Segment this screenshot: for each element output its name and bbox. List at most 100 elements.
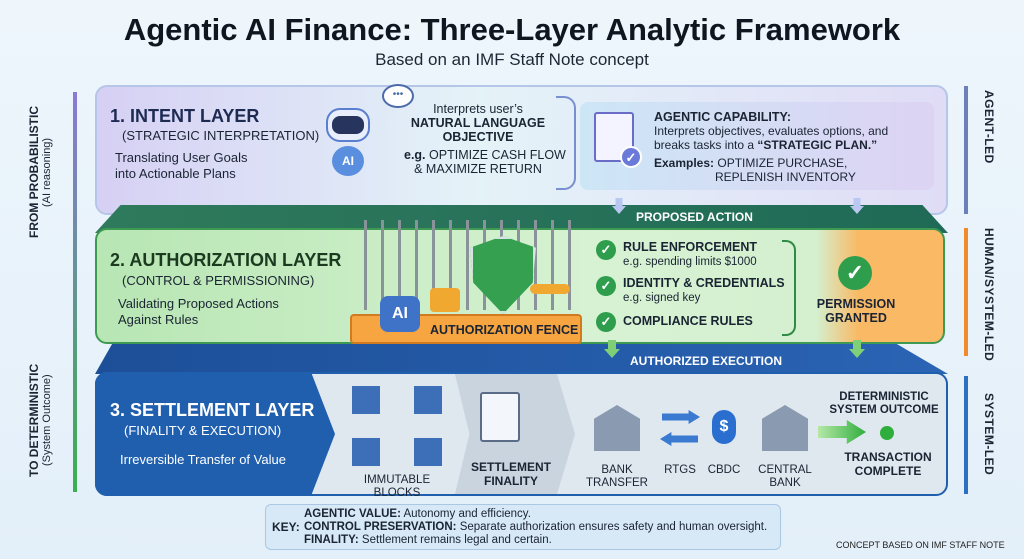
eg-line-2: & MAXIMIZE RETURN <box>414 162 542 176</box>
outcome-dot <box>880 426 894 440</box>
auth-desc-1: Validating Proposed Actions <box>118 296 279 311</box>
key-item: CONTROL PRESERVATION: Separate authoriza… <box>304 521 767 534</box>
rtgs-label: RTGS <box>664 464 696 476</box>
complete-line-2: COMPLETE <box>854 464 922 478</box>
authorized-execution-band <box>95 344 948 374</box>
settlement-layer-subtitle: (FINALITY & EXECUTION) <box>124 423 282 438</box>
rule-sub: e.g. signed key <box>623 292 701 304</box>
rule-check-icon: ✓ <box>596 312 616 332</box>
document-stamp-icon <box>480 392 520 442</box>
to-deterministic-label: TO DETERMINISTIC(System Outcome) <box>27 345 54 495</box>
cbdc-coin-icon: $ <box>712 410 736 444</box>
agentic-capability-text: AGENTIC CAPABILITY: Interprets objective… <box>654 110 888 184</box>
authorized-arrow-icon <box>604 340 620 358</box>
ai-gear-badge: AI <box>380 296 420 332</box>
system-outcome-text: (System Outcome) <box>41 374 53 466</box>
to-deterministic-text: TO DETERMINISTIC <box>27 363 41 477</box>
rule-item: RULE ENFORCEMENT e.g. spending limits $10… <box>623 240 757 269</box>
human-system-led-label: HUMAN/SYSTEM-LED <box>982 228 996 362</box>
speech-bubble-icon: ••• <box>382 84 414 108</box>
left-arrow-icon <box>660 432 698 446</box>
examples-label: Examples: <box>654 156 715 170</box>
example-2: REPLENISH INVENTORY <box>715 170 856 184</box>
rule-item: COMPLIANCE RULES <box>623 314 753 329</box>
authorization-layer-title: 2. AUTHORIZATION LAYER <box>110 250 342 270</box>
robot-ai-badge: AI <box>332 146 364 176</box>
key-text: Autonomy and efficiency. <box>400 508 531 520</box>
intent-layer-subtitle: (STRATEGIC INTERPRETATION) <box>122 128 320 143</box>
auth-desc-2: Against Rules <box>118 312 199 327</box>
cbdc-label: CBDC <box>707 464 741 476</box>
interp-line-1: Interprets user’s <box>433 102 523 116</box>
proposed-action-label: PROPOSED ACTION <box>636 210 753 224</box>
rules-bracket <box>782 240 796 336</box>
authorized-execution-label: AUTHORIZED EXECUTION <box>630 354 783 368</box>
central-line-1: CENTRAL <box>758 464 812 476</box>
proposed-arrow-icon <box>612 198 626 214</box>
bank-line-1: BANK <box>601 464 633 476</box>
bracket-arrow <box>556 96 576 190</box>
rule-sub: e.g. spending limits $1000 <box>623 256 757 268</box>
bank-line-2: TRANSFER <box>586 477 648 489</box>
robot-icon: AI <box>318 100 378 182</box>
authorized-arrow-icon-2 <box>849 340 865 358</box>
ai-reasoning-text: (AI reasoning) <box>41 137 53 207</box>
blockchain-blocks-icon <box>352 386 442 466</box>
plan-check-icon: ✓ <box>620 146 642 168</box>
rule-title: COMPLIANCE RULES <box>623 314 753 328</box>
natural-language-objective: Interprets user’s NATURAL LANGUAGE OBJEC… <box>404 102 566 176</box>
rule-item: IDENTITY & CREDENTIALS e.g. signed key <box>623 276 785 305</box>
intent-desc-1: Translating User Goals <box>115 150 248 165</box>
rule-title: RULE ENFORCEMENT <box>623 240 758 254</box>
capability-title: AGENTIC CAPABILITY: <box>654 110 792 124</box>
rule-check-icon: ✓ <box>596 276 616 296</box>
complete-line-1: TRANSACTION <box>844 450 932 464</box>
immutable-blocks-label: IMMUTABLE BLOCKS <box>363 474 431 499</box>
key-icon <box>530 284 570 294</box>
fence-icon <box>350 220 580 310</box>
agent-led-label: AGENT-LED <box>982 90 996 164</box>
finality-line-1: SETTLEMENT <box>471 460 551 474</box>
key-term: CONTROL PRESERVATION: <box>304 521 457 533</box>
padlock-icon <box>430 288 460 312</box>
rule-title: IDENTITY & CREDENTIALS <box>623 276 785 290</box>
key-text: Separate authorization ensures safety an… <box>456 521 768 533</box>
key-text: Settlement remains legal and certain. <box>358 534 552 546</box>
key-term: FINALITY: <box>304 534 359 546</box>
intent-layer-title: 1. INTENT LAYER <box>110 106 260 126</box>
system-led-arrow <box>964 376 968 494</box>
page-title: Agentic AI Finance: Three-Layer Analytic… <box>123 12 901 47</box>
permission-text: PERMISSION <box>816 297 896 311</box>
from-probabilistic-text: FROM PROBABILISTIC <box>27 106 41 238</box>
eg-line-1: OPTIMIZE CASH FLOW <box>429 148 566 162</box>
strategic-plan-text: “STRATEGIC PLAN.” <box>757 138 878 152</box>
proposed-arrow-icon-2 <box>850 198 864 214</box>
key-items: AGENTIC VALUE: Autonomy and efficiency. … <box>304 508 767 547</box>
example-1: OPTIMIZE PURCHASE, <box>717 156 848 170</box>
rule-check-icon: ✓ <box>596 240 616 260</box>
probabilistic-to-deterministic-arrow <box>73 92 77 492</box>
permission-granted-check-icon: ✓ <box>838 256 872 290</box>
eg-label: e.g. <box>404 148 426 162</box>
key-box <box>265 504 781 550</box>
outcome-line-2: SYSTEM OUTCOME <box>829 404 939 416</box>
human-system-led-arrow <box>964 228 968 356</box>
key-label: KEY: <box>272 520 300 534</box>
from-probabilistic-label: FROM PROBABILISTIC(AI reasoning) <box>27 92 54 252</box>
intent-desc-2: into Actionable Plans <box>115 166 236 181</box>
agent-led-arrow <box>964 86 968 214</box>
footer-credit: CONCEPT BASED ON IMF STAFF NOTE <box>836 540 1005 550</box>
finality-line-2: FINALITY <box>484 474 538 488</box>
key-term: AGENTIC VALUE: <box>304 508 401 520</box>
capability-line-1: Interprets objectives, evaluates options… <box>654 124 889 138</box>
granted-text: GRANTED <box>825 311 887 325</box>
authorization-fence-label: AUTHORIZATION FENCE <box>430 323 579 337</box>
central-line-2: BANK <box>769 477 801 489</box>
settlement-layer-description: Irreversible Transfer of Value <box>120 452 286 467</box>
